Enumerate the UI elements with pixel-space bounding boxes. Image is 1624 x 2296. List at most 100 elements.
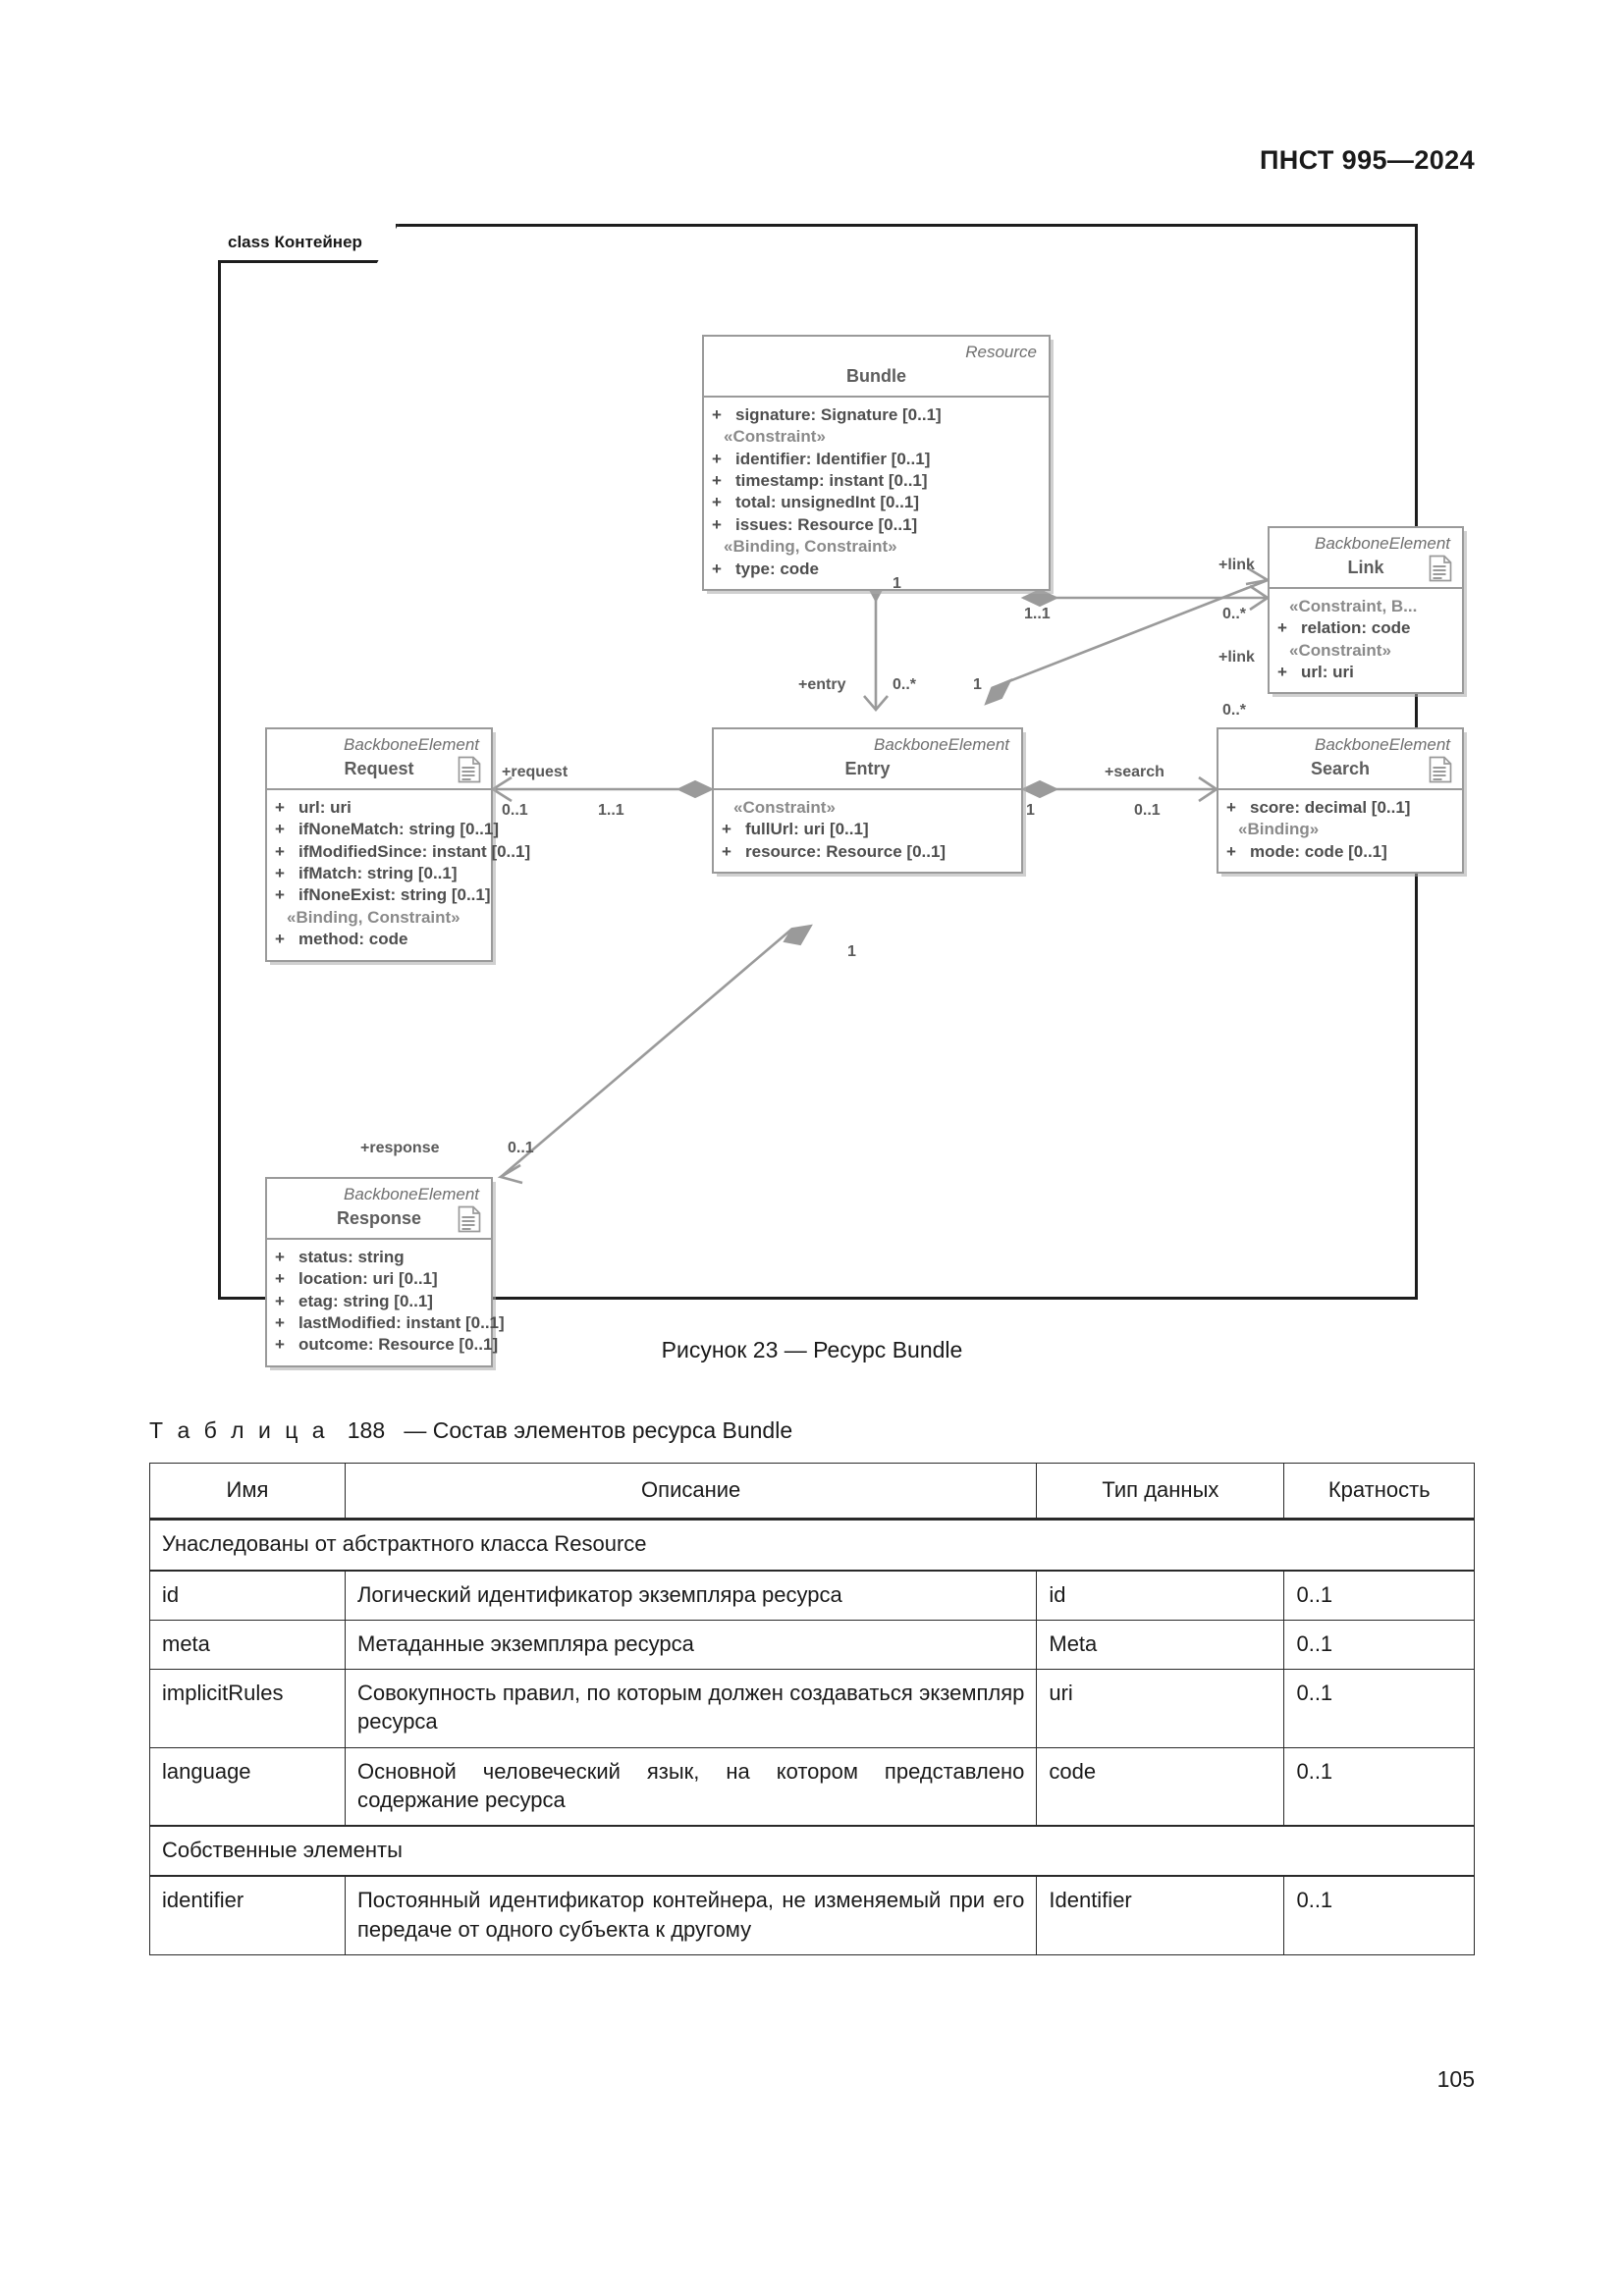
class-name-search: Search bbox=[1310, 759, 1371, 779]
attribute-text: outcome: Resource [0..1] bbox=[298, 1335, 499, 1355]
visibility-public: + bbox=[275, 1291, 285, 1310]
class-box-response[interactable]: BackboneElement Response + status: string… bbox=[265, 1177, 505, 1367]
visibility-public: + bbox=[1277, 662, 1287, 681]
label-bundle-link-role: +link bbox=[1218, 557, 1255, 573]
visibility-public: + bbox=[712, 404, 722, 424]
class-header-bundle: Resource Bundle bbox=[704, 337, 1049, 398]
class-header-response: BackboneElement Response bbox=[267, 1179, 491, 1240]
class-box-entry[interactable]: BackboneElement Entry «Constraint» +full… bbox=[712, 727, 1023, 874]
label-bundle-entry-target-multiplicity: 0..* bbox=[893, 676, 917, 693]
member-stereotype: «Constraint» bbox=[724, 427, 826, 447]
cell-cardinality: 0..1 bbox=[1283, 1875, 1475, 1955]
member-stereotype: «Binding, Constraint» bbox=[724, 537, 897, 557]
visibility-public: + bbox=[1226, 797, 1236, 817]
cell-datatype: id bbox=[1036, 1570, 1285, 1621]
attribute-text: lastModified: instant [0..1] bbox=[298, 1312, 505, 1332]
cell-datatype: uri bbox=[1036, 1669, 1285, 1748]
class-stereotype-bundle: Resource bbox=[965, 343, 1037, 361]
arrowhead-response bbox=[497, 1163, 523, 1185]
visibility-public: + bbox=[275, 863, 285, 882]
class-box-bundle[interactable]: Resource Bundle + signature: Signature [0… bbox=[702, 335, 1051, 592]
label-entry-search-source-multiplicity: 1 bbox=[1026, 802, 1035, 819]
attribute-text: location: uri [0..1] bbox=[298, 1269, 438, 1289]
label-bundle-entry-source-multiplicity: 1 bbox=[893, 575, 901, 592]
cell-description: Логический идентификатор экземпляра ресу… bbox=[344, 1570, 1038, 1621]
attribute-text: identifier: Identifier [0..1] bbox=[735, 449, 931, 468]
attribute-text: total: unsignedInt [0..1] bbox=[735, 493, 919, 512]
figure-caption: Рисунок 23 — Ресурс Bundle bbox=[661, 1337, 963, 1362]
class-attribute: +lastModified: instant [0..1] bbox=[275, 1312, 505, 1334]
cell-description: Постоянный идентификатор контейнера, не … bbox=[344, 1875, 1038, 1955]
class-attribute: +ifModifiedSince: instant [0..1] bbox=[275, 841, 530, 863]
visibility-public: + bbox=[275, 841, 285, 861]
cell-name: implicitRules bbox=[149, 1669, 346, 1748]
class-attribute: +fullUrl: uri [0..1] bbox=[722, 819, 1013, 840]
class-name-request: Request bbox=[344, 759, 414, 779]
class-body-bundle: + signature: Signature [0..1] «Constraint… bbox=[704, 398, 1049, 590]
class-box-request[interactable]: BackboneElement Request + url: uri + ifNon… bbox=[265, 727, 530, 962]
class-attribute: +mode: code [0..1] bbox=[1226, 841, 1454, 863]
attribute-text: relation: code bbox=[1301, 618, 1411, 638]
table-row: id Логический идентификатор экземпляра р… bbox=[149, 1570, 1475, 1621]
label-entry-request-source-multiplicity: 1..1 bbox=[598, 802, 624, 819]
aggregation-diamond-entry-response bbox=[783, 924, 813, 946]
cell-name: meta bbox=[149, 1619, 346, 1671]
class-box-search[interactable]: BackboneElement Search +score: decimal [… bbox=[1217, 727, 1464, 874]
table-section-row: Собственные элементы bbox=[149, 1824, 1475, 1878]
attribute-text: status: string bbox=[298, 1247, 405, 1266]
class-attribute: +location: uri [0..1] bbox=[275, 1268, 483, 1290]
class-attribute: + issues: Resource [0..1] bbox=[712, 514, 1041, 536]
cell-name: id bbox=[149, 1570, 346, 1621]
table-section-row: Унаследованы от абстрактного класса Reso… bbox=[149, 1518, 1475, 1572]
class-stereotype-entry: BackboneElement bbox=[874, 735, 1009, 754]
visibility-public: + bbox=[712, 514, 722, 534]
elements-table: Имя Описание Тип данных Кратность Унасле… bbox=[149, 1462, 1475, 1955]
attribute-text: ifNoneMatch: string [0..1] bbox=[298, 820, 500, 839]
attribute-text: issues: Resource [0..1] bbox=[735, 514, 918, 534]
attribute-text: resource: Resource [0..1] bbox=[745, 841, 947, 861]
attribute-text: url: uri bbox=[298, 797, 352, 817]
attribute-text: method: code bbox=[298, 930, 408, 949]
class-attribute: +resource: Resource [0..1] bbox=[722, 841, 1013, 863]
label-entry-search-target-multiplicity: 0..1 bbox=[1134, 802, 1161, 819]
table-title-prefix: Т а б л и ц а bbox=[149, 1417, 329, 1443]
cell-datatype: Meta bbox=[1036, 1619, 1285, 1671]
table-title-text: — Состав элементов ресурса Bundle bbox=[404, 1417, 793, 1443]
label-entry-response-role: +response bbox=[360, 1140, 440, 1156]
attribute-text: mode: code [0..1] bbox=[1250, 841, 1387, 861]
table-header-cardinality: Кратность bbox=[1283, 1462, 1475, 1522]
label-entry-search-role: +search bbox=[1105, 764, 1164, 780]
class-header-request: BackboneElement Request bbox=[267, 729, 491, 790]
visibility-public: + bbox=[712, 493, 722, 512]
arrowhead-request bbox=[490, 775, 513, 803]
table-row: language Основной человеческий язык, на … bbox=[149, 1746, 1475, 1827]
class-box-link[interactable]: BackboneElement Link «Constraint, B... +… bbox=[1268, 526, 1464, 695]
class-attribute: +etag: string [0..1] bbox=[275, 1291, 483, 1312]
member-stereotype: «Constraint» bbox=[733, 797, 836, 817]
table-section-title: Собственные элементы bbox=[149, 1824, 1475, 1878]
class-attribute: +identifier: Identifier [0..1] bbox=[712, 449, 1041, 470]
member-stereotype: «Constraint, B... bbox=[1289, 596, 1418, 615]
visibility-public: + bbox=[722, 820, 731, 839]
table-header-description: Описание bbox=[344, 1462, 1038, 1522]
attribute-text: timestamp: instant [0..1] bbox=[735, 470, 928, 490]
visibility-public: + bbox=[275, 1335, 285, 1355]
cell-cardinality: 0..1 bbox=[1283, 1619, 1475, 1671]
attribute-text: signature: Signature [0..1] bbox=[735, 404, 942, 424]
attribute-text: ifMatch: string [0..1] bbox=[298, 863, 458, 882]
class-stereotype-search: BackboneElement bbox=[1315, 735, 1450, 754]
class-name-entry: Entry bbox=[844, 759, 891, 779]
class-attribute: +score: decimal [0..1] bbox=[1226, 797, 1454, 819]
class-body-request: +url: uri +ifNoneMatch: string [0..1] +i… bbox=[267, 790, 530, 960]
aggregation-diamond-entry-request bbox=[676, 779, 715, 799]
visibility-public: + bbox=[275, 797, 285, 817]
class-attribute: + total: unsignedInt [0..1] bbox=[712, 492, 1041, 513]
class-body-search: +score: decimal [0..1] «Binding» +mode: … bbox=[1218, 790, 1462, 872]
uml-class-diagram-frame: class Контейнер bbox=[218, 224, 1464, 1367]
class-attribute: +relation: code bbox=[1277, 617, 1454, 639]
cell-datatype: code bbox=[1036, 1746, 1285, 1827]
class-stereotype-response: BackboneElement bbox=[344, 1185, 479, 1203]
class-attribute: + outcome: Resource [0..1] bbox=[275, 1334, 498, 1356]
member-stereotype: «Binding, Constraint» bbox=[287, 907, 460, 927]
